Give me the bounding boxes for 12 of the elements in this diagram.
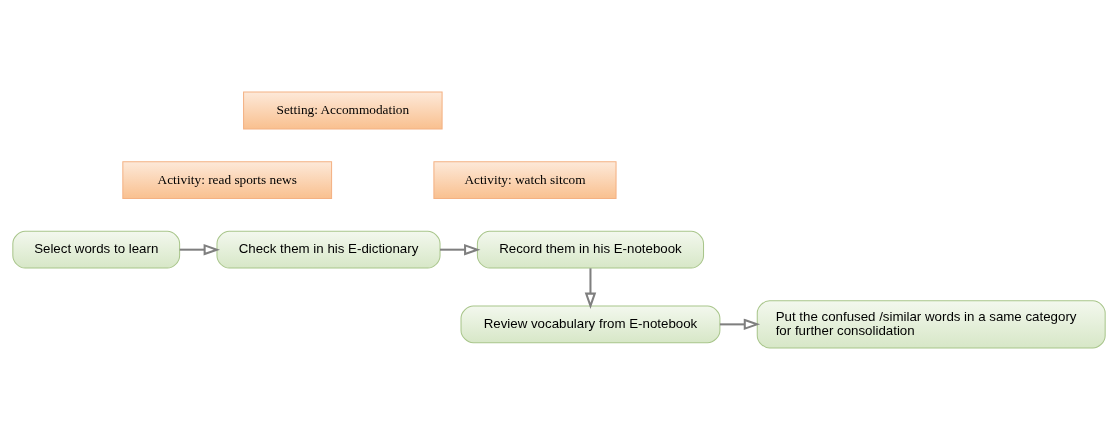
arrow bbox=[719, 318, 761, 331]
node-box: Select words to learn bbox=[12, 230, 181, 269]
node-box: Activity: read sports news bbox=[122, 161, 333, 199]
arrow bbox=[584, 268, 597, 310]
arrow bbox=[179, 243, 220, 256]
node-box: Setting: Accommodation bbox=[243, 91, 443, 130]
arrow bbox=[440, 243, 481, 256]
node-box: Check them in his E-dictionary bbox=[216, 230, 441, 269]
node-box: Review vocabulary from E-notebook bbox=[460, 305, 721, 344]
node-box: Activity: watch sitcom bbox=[433, 161, 617, 199]
node-box: Put the confused /similar words in a same category for further consolidation bbox=[756, 300, 1106, 349]
node-box: Record them in his E-notebook bbox=[476, 230, 705, 269]
